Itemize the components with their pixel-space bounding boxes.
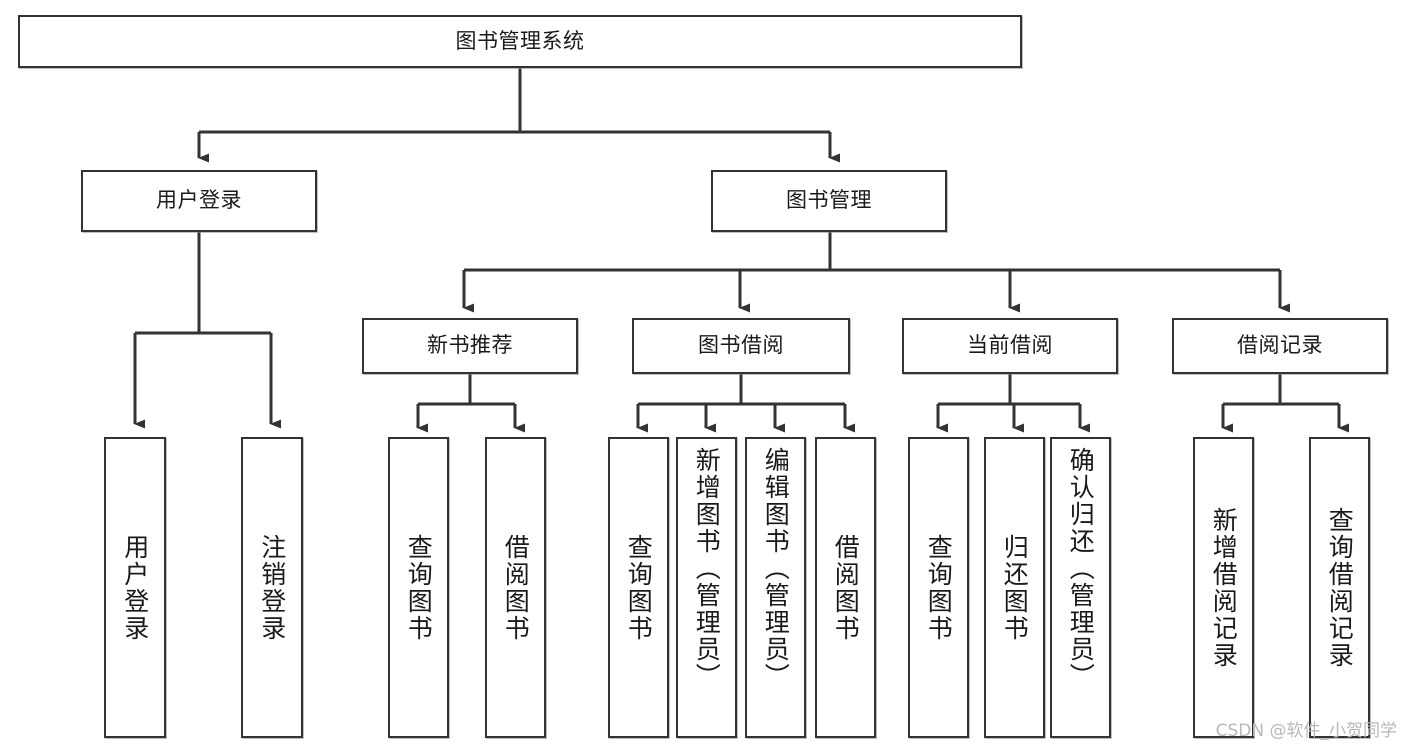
node-leaf-query-book-2[interactable]: 查询图书 xyxy=(608,437,669,738)
node-current-borrow[interactable]: 当前借阅 xyxy=(902,318,1118,374)
node-leaf-return-book-label: 归还图书 xyxy=(1000,533,1030,642)
node-leaf-add-record-label: 新增借阅记录 xyxy=(1209,506,1239,669)
node-book-borrow-label: 图书借阅 xyxy=(698,333,784,358)
watermark-text: CSDN @软件_小贺同学 xyxy=(1215,721,1397,741)
node-leaf-edit-book[interactable]: 编辑图书（管理员） xyxy=(745,437,806,738)
node-leaf-add-book[interactable]: 新增图书（管理员） xyxy=(676,437,737,738)
node-new-book-rec[interactable]: 新书推荐 xyxy=(362,318,578,374)
node-leaf-return-book[interactable]: 归还图书 xyxy=(984,437,1045,738)
node-borrow-record[interactable]: 借阅记录 xyxy=(1172,318,1388,374)
node-leaf-confirm-return-label: 确认归还（管理员） xyxy=(1066,447,1096,690)
node-borrow-record-label: 借阅记录 xyxy=(1237,333,1323,358)
node-book-manage-label: 图书管理 xyxy=(786,188,872,213)
node-leaf-user-login[interactable]: 用户登录 xyxy=(104,437,166,738)
node-user-login-label: 用户登录 xyxy=(156,188,242,213)
node-root[interactable]: 图书管理系统 xyxy=(18,15,1022,68)
node-leaf-query-book-1[interactable]: 查询图书 xyxy=(388,437,449,738)
node-leaf-query-book-3[interactable]: 查询图书 xyxy=(908,437,969,738)
node-leaf-query-book-1-label: 查询图书 xyxy=(404,533,434,642)
node-leaf-logout[interactable]: 注销登录 xyxy=(241,437,303,738)
node-leaf-borrow-book-2[interactable]: 借阅图书 xyxy=(815,437,876,738)
node-current-borrow-label: 当前借阅 xyxy=(967,333,1053,358)
node-leaf-borrow-book-1-label: 借阅图书 xyxy=(501,533,531,642)
node-leaf-add-record[interactable]: 新增借阅记录 xyxy=(1193,437,1254,738)
node-book-borrow[interactable]: 图书借阅 xyxy=(632,318,850,374)
node-root-label: 图书管理系统 xyxy=(455,28,585,53)
node-leaf-borrow-book-1[interactable]: 借阅图书 xyxy=(485,437,546,738)
node-leaf-query-book-2-label: 查询图书 xyxy=(624,533,654,642)
node-user-login[interactable]: 用户登录 xyxy=(81,170,317,232)
node-leaf-borrow-book-2-label: 借阅图书 xyxy=(831,533,861,642)
node-leaf-query-record[interactable]: 查询借阅记录 xyxy=(1309,437,1370,738)
node-leaf-add-book-label: 新增图书（管理员） xyxy=(692,447,722,690)
node-leaf-edit-book-label: 编辑图书（管理员） xyxy=(761,447,791,690)
node-leaf-logout-label: 注销登录 xyxy=(257,533,287,642)
node-new-book-rec-label: 新书推荐 xyxy=(427,333,513,358)
node-leaf-query-record-label: 查询借阅记录 xyxy=(1325,506,1355,669)
node-book-manage[interactable]: 图书管理 xyxy=(711,170,947,232)
node-leaf-query-book-3-label: 查询图书 xyxy=(924,533,954,642)
node-leaf-user-login-label: 用户登录 xyxy=(120,533,150,642)
node-leaf-confirm-return[interactable]: 确认归还（管理员） xyxy=(1050,437,1111,738)
